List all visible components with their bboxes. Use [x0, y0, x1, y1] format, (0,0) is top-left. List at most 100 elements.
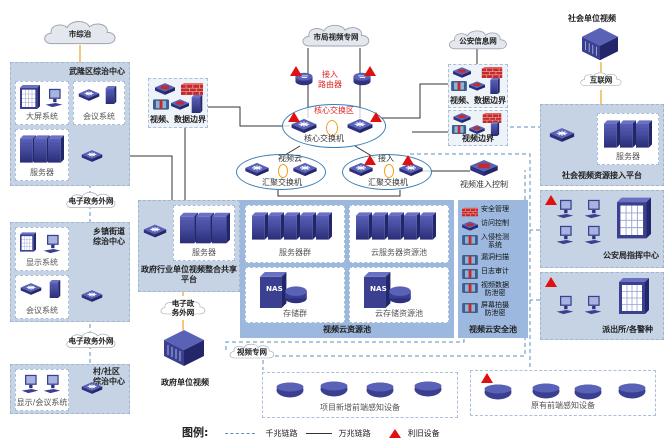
server-icon	[191, 95, 203, 113]
server-box: 服务器	[15, 129, 69, 181]
isolation-device-icon	[451, 81, 467, 91]
ten-gigabit-line-sample	[306, 433, 333, 434]
reuse-marker	[545, 277, 557, 287]
server-icon	[372, 212, 388, 240]
core-zone-label: 核心交换区	[314, 106, 354, 115]
meeting-system: 会议系统	[15, 275, 69, 319]
computer-icon	[43, 234, 61, 254]
cloud-city-video-network: 市局视频专网	[288, 22, 384, 52]
reuse-marker	[364, 66, 376, 76]
police-station-label: 派出所/各警种	[602, 325, 653, 334]
gateway-icon	[469, 81, 485, 91]
link-aggregation-icon	[278, 164, 288, 178]
agg-switch-1-label: 汇聚交换机	[262, 178, 302, 187]
computer-icon	[556, 199, 574, 219]
gateway-icon	[469, 125, 485, 134]
boundary-right-2: 视频边界	[448, 110, 508, 146]
computer-icon	[584, 199, 602, 219]
gov-platform-title: 政府行业单位视频整合共享平台	[141, 265, 237, 284]
switch-icon	[81, 289, 103, 303]
social-platform-server: 服务器	[597, 113, 659, 165]
social-platform-panel: 服务器 社会视频资源接入平台	[540, 104, 664, 186]
social-platform-title: 社会视频资源接入平台	[562, 171, 642, 180]
server-icon	[490, 78, 500, 94]
cloud-server-pool: 云服务器资源池	[349, 205, 449, 263]
server-icon	[268, 212, 284, 240]
reuse-marker	[370, 112, 382, 122]
server-icon	[252, 212, 268, 240]
isolation-device-icon	[462, 283, 478, 293]
camera-icon	[366, 382, 394, 398]
reuse-marker	[364, 155, 376, 165]
meeting-system: 会议系统	[73, 81, 125, 125]
police-station-panel: 派出所/各警种	[540, 272, 664, 340]
computer-icon	[556, 295, 574, 315]
security-item-label: 访问控制	[481, 219, 509, 227]
gov-platform-panel: 服务器 政府行业单位视频整合共享平台	[138, 200, 240, 292]
server-icon	[356, 212, 372, 240]
agg-switch-2-label: 汇聚交换机	[368, 178, 408, 187]
server-icon	[212, 212, 230, 244]
cloud-video-private-network: 视频专网	[226, 342, 278, 362]
link-aggregation-icon	[326, 120, 338, 136]
police-command-panel: 公安局指挥中心	[540, 190, 664, 268]
village-center-panel: 村/社区 综治中心 显示/会议系统	[10, 364, 130, 414]
building-icon	[163, 329, 205, 367]
computer-icon	[45, 88, 63, 108]
camera-icon	[484, 384, 512, 400]
security-item: 视频数据 防泄密	[462, 281, 526, 299]
firewall-icon	[462, 207, 478, 217]
cloud-egov-external-2: 电子政务外网	[60, 330, 122, 352]
server-icon	[604, 120, 620, 148]
police-command-label: 公安局指挥中心	[603, 251, 659, 260]
video-wall-icon	[619, 277, 649, 315]
social-unit-video-label: 社会单位视频	[568, 14, 616, 23]
dome-camera-icon	[320, 381, 348, 397]
reuse-marker	[545, 195, 557, 205]
cloud-public-security-network: 公安信息网	[440, 28, 516, 54]
server-icon	[284, 212, 300, 240]
security-item-label: 安全管理	[481, 205, 509, 213]
big-screen-system: 大屏系统	[15, 81, 69, 125]
legend: 图例: 千兆链路 万兆链路 利旧设备	[182, 426, 440, 439]
computer-icon	[43, 374, 61, 394]
core-switch-label: 核心交换机	[304, 134, 344, 143]
reuse-marker	[288, 112, 300, 122]
existing-devices-panel: 原有前端感知设备	[470, 370, 656, 416]
boundary-left: 视频、数据边界	[148, 78, 208, 128]
wulong-center-title: 武隆区综治中心	[69, 67, 125, 76]
building-icon	[581, 27, 619, 61]
nas-storage-icon	[260, 272, 307, 308]
security-item: 入侵检测 系统	[462, 233, 526, 251]
security-item: 日志审计	[462, 267, 526, 285]
security-pool-title: 视频云安全池	[469, 325, 517, 334]
reuse-marker	[402, 155, 414, 165]
server-icon	[420, 212, 436, 240]
server-icon	[48, 134, 64, 164]
link-aggregation-icon	[384, 164, 394, 178]
security-item: 屏幕拍摄 防泄密	[462, 301, 526, 319]
resource-pool-panel: 服务器群 云服务器资源池 存储群 云存储资源池 视频云资源池	[240, 200, 454, 338]
agg-switch-icon	[292, 162, 318, 177]
isolation-device-icon	[153, 99, 169, 110]
meeting-terminal-icon	[78, 88, 100, 102]
reuse-marker-sample	[389, 429, 402, 438]
camera-icon	[105, 86, 117, 104]
video-wall-icon	[20, 84, 40, 110]
server-group: 服务器群	[245, 205, 345, 263]
dome-camera-icon	[414, 381, 442, 397]
isolation-device-icon	[462, 235, 478, 245]
video-wall-icon	[617, 197, 651, 239]
video-wall-icon	[20, 232, 36, 252]
security-item-label: 屏幕拍摄 防泄密	[481, 301, 509, 317]
dome-camera-icon	[532, 383, 560, 399]
access-control-icon	[470, 160, 498, 176]
computer-icon	[21, 374, 39, 394]
link-boundary-left-core	[205, 106, 290, 127]
security-item-label: 日志审计	[481, 267, 509, 275]
gov-unit-video-label: 政府单位视频	[161, 378, 209, 387]
cloud-egov-external-4: 电子政 务外网	[158, 294, 208, 322]
camera-icon	[276, 382, 304, 398]
isolation-device-icon	[451, 125, 467, 134]
display-system: 显示系统	[15, 227, 69, 271]
